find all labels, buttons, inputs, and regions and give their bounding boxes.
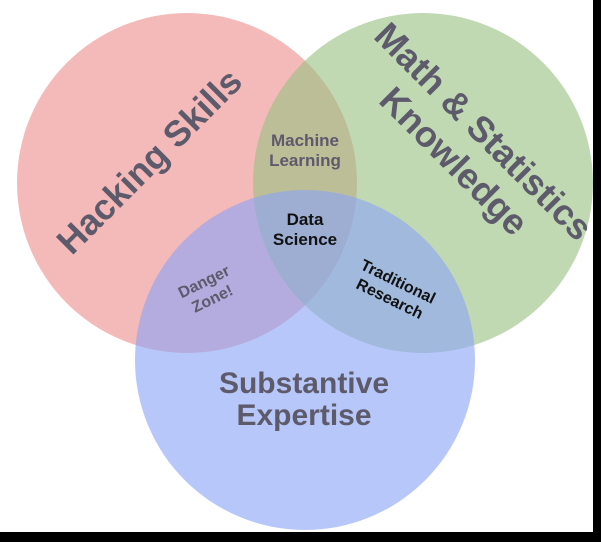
- label-data-science-line-2: Science: [273, 230, 337, 249]
- label-machine-learning-line-2: Learning: [269, 151, 341, 170]
- label-machine-learning-line-1: Machine: [271, 131, 339, 150]
- label-substantive-line-1: Substantive: [219, 367, 389, 400]
- frame-border-bottom: [0, 532, 601, 542]
- label-data-science-line-1: Data: [287, 210, 324, 229]
- label-substantive-line-2: Expertise: [236, 399, 371, 432]
- circle-substantive-expertise: [135, 190, 475, 530]
- frame-border-right: [593, 0, 601, 542]
